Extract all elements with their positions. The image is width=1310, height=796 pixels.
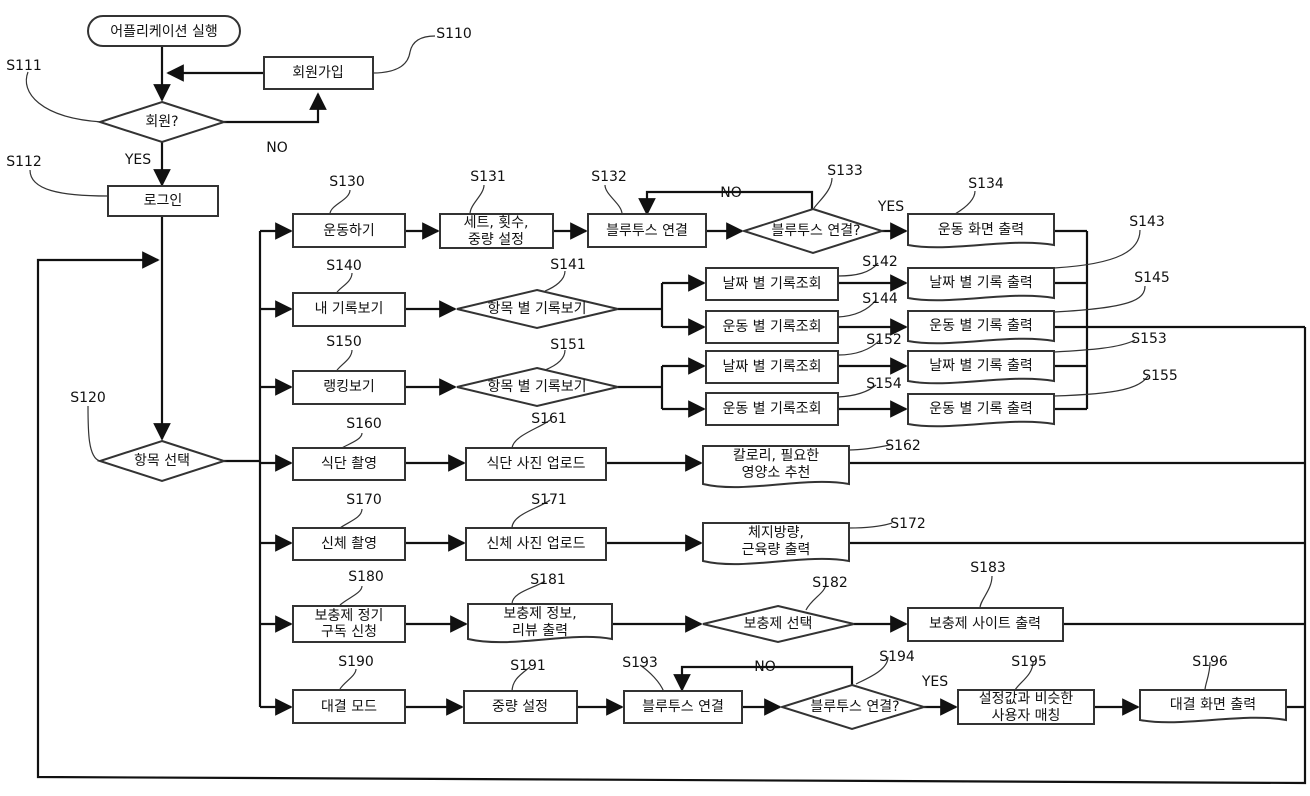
user-match-label-1: 설정값과 비슷한 [979,691,1074,707]
battle-output-label: 대결 화면 출력 [1170,697,1256,713]
bt-q-2-label: 블루투스 연결? [810,699,899,715]
ref-s172: S172 [890,516,926,532]
supplement-info-label-2: 리뷰 출력 [512,623,568,639]
ranking-label: 랭킹보기 [323,379,375,395]
ref-s131: S131 [470,169,506,185]
ref-s112: S112 [6,154,42,170]
bt-1-no-label: NO [720,185,742,201]
ex-output-1-label: 운동 별 기록 출력 [929,318,1033,334]
collector-bus [1054,231,1305,409]
supplement-site-label: 보충제 사이트 출력 [929,616,1041,632]
ref-s153: S153 [1131,331,1167,347]
member-no-label: NO [266,140,288,156]
ref-s151: S151 [550,337,586,353]
ref-s152: S152 [866,332,902,348]
q2-split [618,366,662,409]
ref-s142: S142 [862,254,898,270]
bt-connect-1-label: 블루투스 연결 [606,223,688,239]
ref-s183: S183 [970,560,1006,576]
arrow-member-no-to-signup [224,94,318,122]
signup-label: 회원가입 [292,65,344,81]
ref-s194: S194 [879,649,915,665]
ref-s154: S154 [866,376,902,392]
ref-s195: S195 [1011,654,1047,670]
supplement-select-label: 보충제 선택 [744,616,813,632]
bt-connect-2-label: 블루투스 연결 [642,699,724,715]
ref-s110: S110 [436,26,472,42]
ref-s145: S145 [1134,270,1170,286]
bt-2-no-label: NO [754,659,776,675]
date-output-2-label: 날짜 별 기록 출력 [929,358,1033,374]
ex-lookup-2-label: 운동 별 기록조회 [722,401,821,417]
ref-s160: S160 [346,416,382,432]
my-records-label: 내 기록보기 [315,301,384,317]
date-output-1-label: 날짜 별 기록 출력 [929,275,1033,291]
set-reps-label-2: 중량 설정 [468,232,524,248]
ref-s111: S111 [6,58,42,74]
date-lookup-2-label: 날짜 별 기록조회 [722,359,821,375]
diet-photo-label: 식단 촬영 [321,456,377,472]
by-item-q-1-label: 항목 별 기록보기 [487,301,586,317]
calorie-label-1: 칼로리, 필요한 [733,448,819,464]
ref-s134: S134 [968,176,1004,192]
body-photo-label: 신체 촬영 [321,536,377,552]
ref-s120: S120 [70,390,106,406]
date-lookup-1-label: 날짜 별 기록조회 [722,276,821,292]
ref-s182: S182 [812,575,848,591]
diet-upload-label: 식단 사진 업로드 [486,456,585,472]
q1-split [618,283,662,327]
exercise-label: 운동하기 [323,223,375,239]
ex-lookup-1-label: 운동 별 기록조회 [722,319,821,335]
start-label: 어플리케이션 실행 [110,24,218,40]
calorie-label-2: 영양소 추천 [742,465,811,481]
ref-s143: S143 [1129,214,1165,230]
ref-s171: S171 [531,492,567,508]
bt-2-yes-label: YES [921,674,948,690]
supplement-info-label-1: 보충제 정보, [503,606,576,622]
supplement-sub-label-2: 구독 신청 [321,624,377,640]
ref-s162: S162 [885,438,921,454]
by-item-q-2-label: 항목 별 기록보기 [487,379,586,395]
member-yes-label: YES [124,152,151,168]
bt-q-1-label: 블루투스 연결? [771,223,860,239]
ref-s180: S180 [348,569,384,585]
select-item-label: 항목 선택 [134,453,190,469]
ref-s144: S144 [862,291,898,307]
login-label: 로그인 [144,193,183,209]
ex-output-2-label: 운동 별 기록 출력 [929,401,1033,417]
weight-set-label: 중량 설정 [492,699,548,715]
ref-s191: S191 [510,658,546,674]
ref-s170: S170 [346,492,382,508]
ref-s150: S150 [326,334,362,350]
user-match-label-2: 사용자 매칭 [992,708,1061,724]
ref-s133: S133 [827,163,863,179]
ref-s190: S190 [338,654,374,670]
bodyfat-label-1: 체지방량, [748,525,804,541]
ref-s193: S193 [622,655,658,671]
ref-s141: S141 [550,257,586,273]
ref-s130: S130 [329,174,365,190]
branch-bus [224,231,260,707]
node-labels: 어플리케이션 실행 회원가입 회원? 로그인 항목 선택 운동하기 세트, 횟수… [110,24,1256,724]
bt-1-yes-label: YES [877,199,904,215]
body-upload-label: 신체 사진 업로드 [486,536,585,552]
supplement-sub-label-1: 보충제 정기 [315,608,384,624]
connectors [38,46,1305,783]
set-reps-label-1: 세트, 횟수, [464,215,529,231]
battle-mode-label: 대결 모드 [321,699,377,715]
ref-s155: S155 [1142,368,1178,384]
exercise-output-label: 운동 화면 출력 [938,222,1024,238]
ref-s161: S161 [531,411,567,427]
ref-s196: S196 [1192,654,1228,670]
bodyfat-label-2: 근육량 출력 [742,542,811,558]
ref-s181: S181 [530,572,566,588]
ref-s140: S140 [326,258,362,274]
member-q-label: 회원? [145,114,178,130]
ref-s132: S132 [591,169,627,185]
